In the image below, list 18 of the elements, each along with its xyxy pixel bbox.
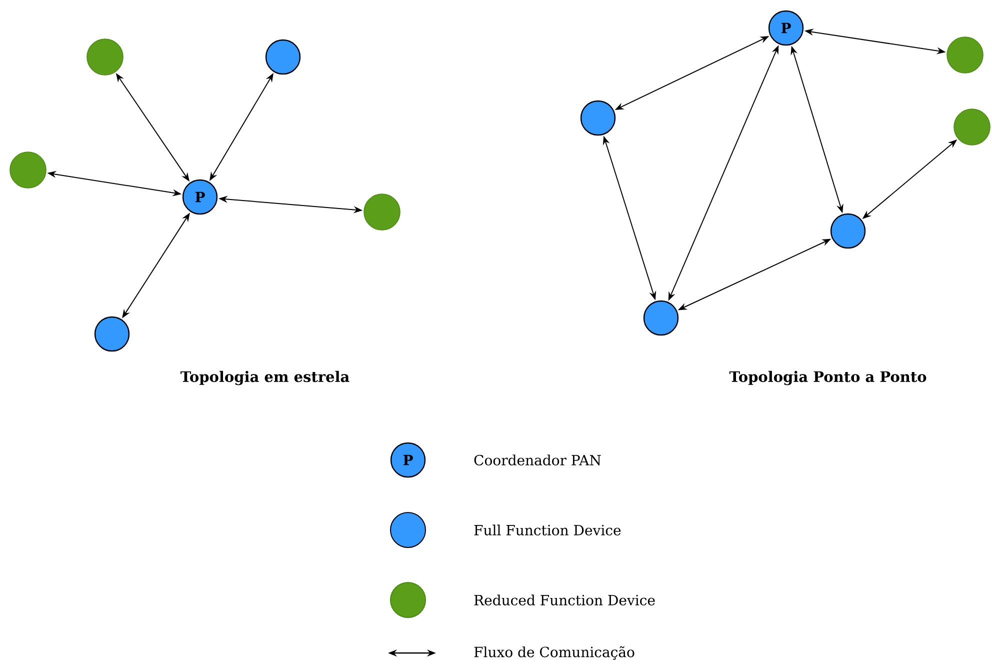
device-node — [643, 300, 679, 336]
device-node — [580, 100, 616, 136]
legend-text: Fluxo de Comunicação — [474, 646, 634, 660]
section-title: Topologia Ponto a Ponto — [729, 370, 926, 386]
device-node — [364, 194, 400, 230]
legend-text: Full Function Device — [474, 524, 621, 536]
section-title: Topologia em estrela — [180, 370, 350, 386]
coordinator-node: P — [182, 179, 218, 215]
device-node — [10, 152, 46, 188]
device-node — [954, 108, 990, 146]
device-node — [265, 39, 301, 75]
coordinator-node: P — [768, 10, 804, 46]
device-node — [946, 36, 984, 74]
device-node — [94, 316, 130, 352]
device-node — [830, 213, 866, 249]
legend-text: Coordenador PAN — [474, 454, 601, 466]
device-node — [86, 38, 124, 76]
legend-text: Reduced Function Device — [474, 594, 655, 606]
